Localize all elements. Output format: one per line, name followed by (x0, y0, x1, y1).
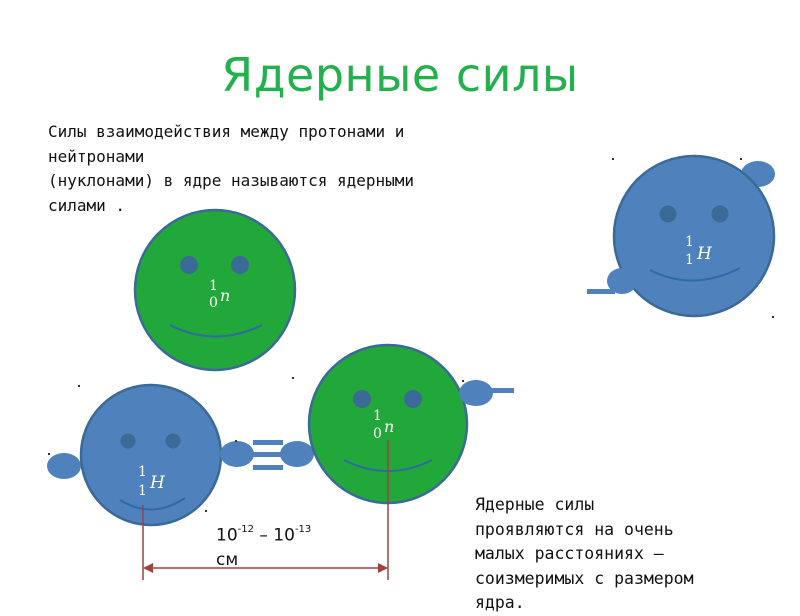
distance-base-a: 10 (216, 525, 238, 546)
bond-connector (253, 440, 314, 470)
distance-base-b: 10 (273, 525, 295, 546)
proton-charge-label: 1 (138, 483, 147, 499)
proton-symbol: H (149, 473, 166, 493)
note-line: соизмеримых с размером (475, 568, 694, 588)
distance-unit: см (216, 549, 239, 570)
note-line: Ядерные силы (475, 495, 595, 514)
intro-line: Силы взаимодействия между протонами и (48, 122, 405, 141)
slide-title: Ядерные силы (221, 48, 579, 102)
neutron-top: 1 0 n (133, 208, 297, 372)
distance-exp-b: -13 (294, 524, 312, 535)
distance-exp-a: -12 (237, 524, 254, 535)
neutron-mass-label: 1 (373, 408, 382, 424)
note-text: Ядерные силы проявляются на очень малых … (475, 493, 775, 616)
proton-right: 1 1 H (587, 154, 776, 318)
note-line: малых расстояниях – (475, 544, 664, 563)
intro-line: силами . (48, 195, 126, 215)
intro-line: нейтронами (48, 146, 145, 166)
proton-mass-label: 1 (685, 234, 694, 250)
proton-charge-label: 1 (685, 252, 694, 268)
proton-symbol: H (696, 244, 713, 264)
neutron-bottom: 1 0 n (307, 343, 514, 505)
proton-left: 1 1 H (47, 383, 254, 527)
nucleon-diagram: 1 0 n 1 1 H 1 1 H (47, 154, 776, 580)
distance-dash: – (253, 525, 274, 546)
neutron-charge-label: 0 (209, 295, 218, 311)
note-line: проявляются на очень (475, 519, 674, 539)
proton-mass-label: 1 (138, 464, 147, 480)
neutron-mass-label: 1 (209, 278, 218, 294)
intro-text: Силы взаимодействия между протонами и не… (48, 120, 528, 218)
intro-line: (нуклонами) в ядре называются ядерными (48, 171, 415, 190)
neutron-symbol: n (384, 417, 394, 436)
note-line: ядра. (475, 593, 525, 612)
distance-label: 10-12 – 10-13 см (216, 520, 311, 572)
neutron-charge-label: 0 (373, 426, 382, 442)
neutron-symbol: n (220, 286, 230, 305)
distance-arrow (142, 440, 389, 580)
speckles (48, 158, 774, 512)
